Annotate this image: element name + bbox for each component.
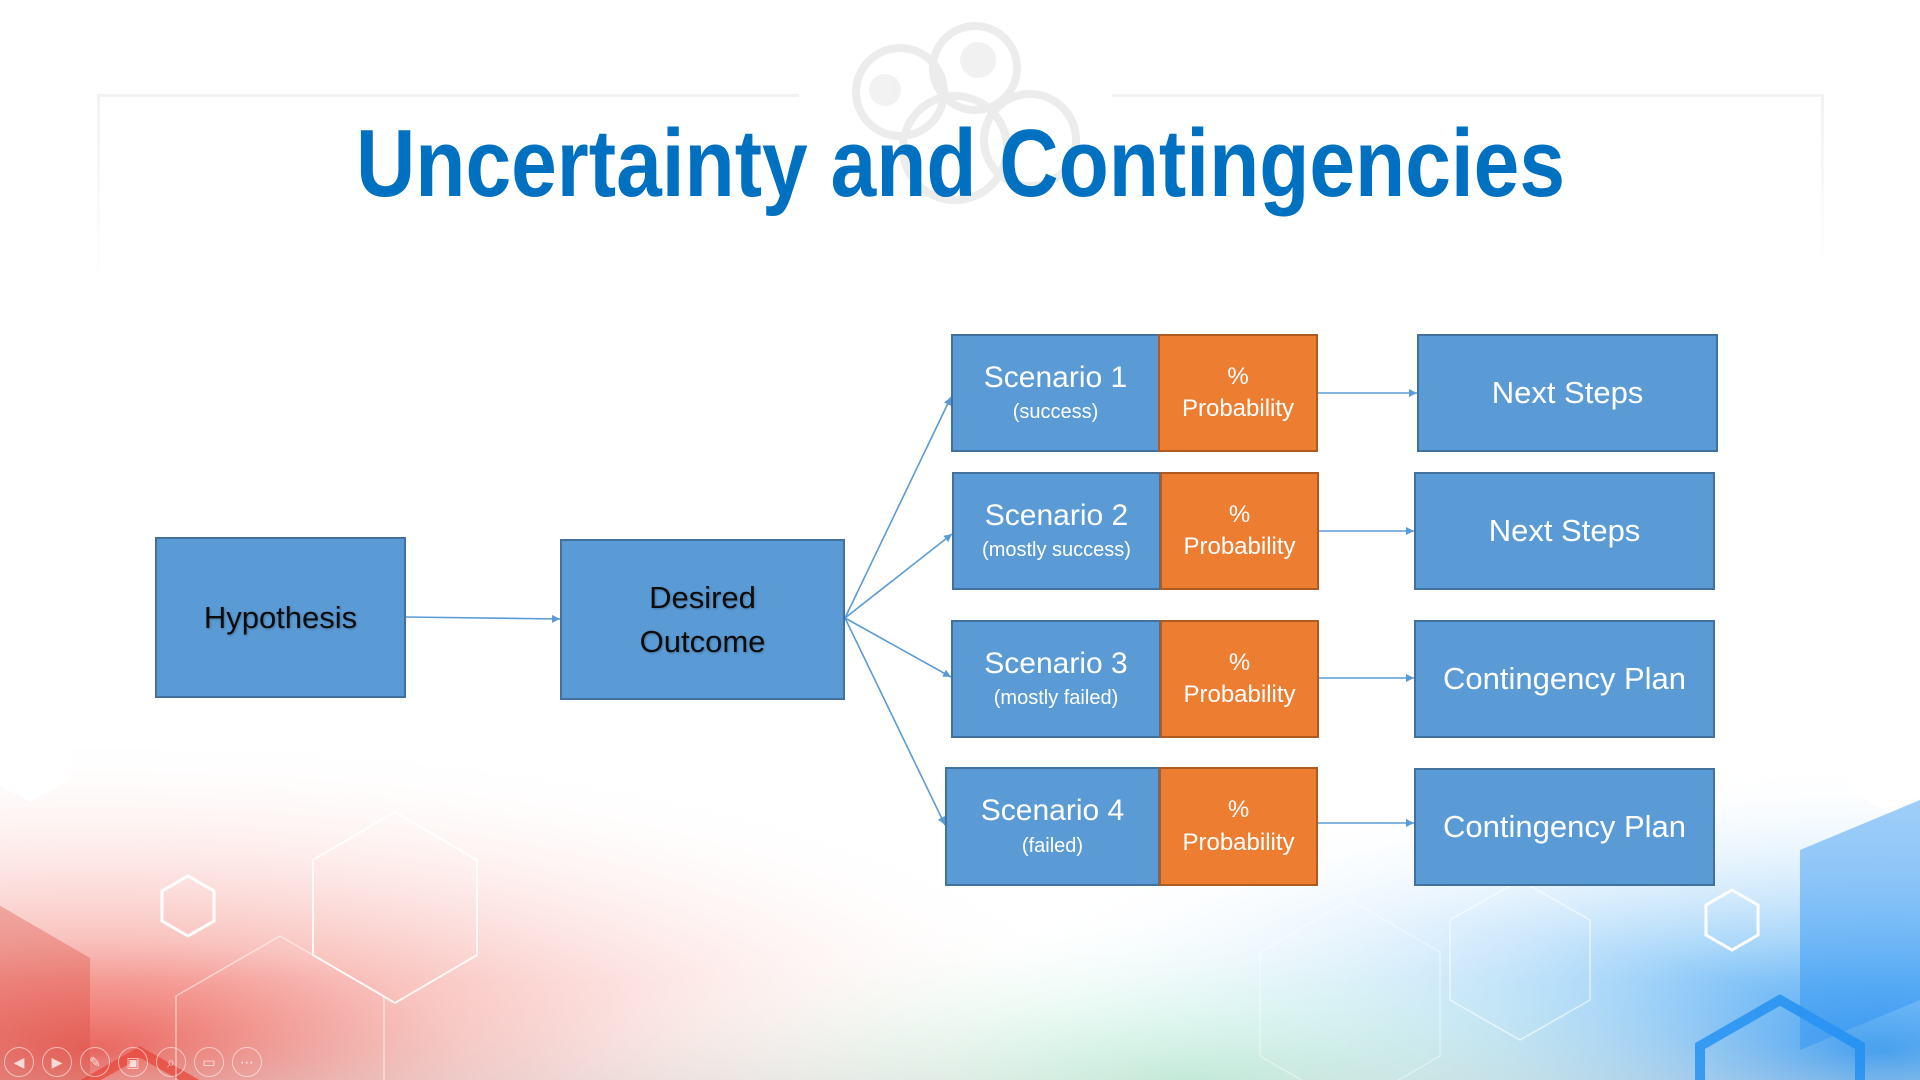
scenario-4-prob-symbol: % (1227, 796, 1250, 824)
scenario-4-probability-box[interactable]: % Probability (1159, 767, 1318, 886)
scenario-1-probability-box[interactable]: % Probability (1158, 334, 1318, 452)
title-frame-top-left (97, 94, 799, 97)
more-options-button[interactable]: ⋯ (232, 1047, 262, 1077)
next-slide-button[interactable]: ▶ (42, 1047, 72, 1077)
previous-slide-button[interactable]: ◀ (4, 1047, 34, 1077)
scenario-1-box[interactable]: Scenario 1 (success) (951, 334, 1160, 452)
previous-arrow-icon: ◀ (13, 1053, 25, 1070)
scenario-2-subtitle: (mostly success) (982, 539, 1131, 562)
scenario-3-next-label: Contingency Plan (1443, 661, 1686, 697)
scenario-2-prob-symbol: % (1228, 500, 1251, 528)
scenario-4-box[interactable]: Scenario 4 (failed) (945, 767, 1160, 886)
scenario-4-prob-label: Probability (1182, 828, 1295, 856)
see-all-slides-button[interactable]: ▣ (118, 1047, 148, 1077)
scenario-4-next-label: Contingency Plan (1443, 809, 1686, 845)
scenario-4-contingency-plan-box[interactable]: Contingency Plan (1414, 768, 1715, 886)
title-frame-left (97, 94, 100, 294)
desired-outcome-line2: Outcome (639, 623, 766, 659)
slides-grid-icon: ▣ (126, 1053, 140, 1070)
scenario-2-prob-label: Probability (1183, 533, 1296, 560)
scenario-1-title: Scenario 1 (983, 360, 1128, 394)
arrow-outcome-to-scenario-4 (844, 617, 946, 826)
scenario-3-contingency-plan-box[interactable]: Contingency Plan (1414, 620, 1715, 738)
scenario-3-box[interactable]: Scenario 3 (mostly failed) (951, 620, 1161, 738)
arrow-outcome-to-scenario-2 (844, 533, 953, 619)
scenario-2-title: Scenario 2 (984, 498, 1129, 532)
scenario-1-prob-symbol: % (1227, 362, 1249, 390)
slide-title: Uncertainty and Contingencies (356, 110, 1565, 217)
scenario-2-next-label: Next Steps (1488, 513, 1641, 549)
subtitles-button[interactable]: ▭ (194, 1047, 224, 1077)
arrow-outcome-to-scenario-3 (844, 617, 952, 678)
scenario-3-subtitle: (mostly failed) (993, 687, 1119, 710)
scenario-3-title: Scenario 3 (984, 646, 1128, 680)
hypothesis-label: Hypothesis (203, 599, 358, 635)
scenario-1-prob-label: Probability (1181, 395, 1295, 422)
scenario-3-prob-symbol: % (1228, 648, 1251, 676)
scenario-4-title: Scenario 4 (980, 794, 1125, 828)
magnifier-icon: ⌕ (167, 1053, 175, 1070)
next-arrow-icon: ▶ (51, 1053, 63, 1070)
scenario-2-next-steps-box[interactable]: Next Steps (1414, 472, 1715, 590)
title-frame-top-right (1112, 94, 1824, 97)
scenario-1-subtitle: (success) (1012, 401, 1099, 424)
subtitles-icon: ▭ (202, 1053, 216, 1070)
ellipsis-icon: ⋯ (240, 1053, 254, 1070)
pen-icon: ✎ (89, 1053, 101, 1070)
scenario-1-next-steps-box[interactable]: Next Steps (1417, 334, 1718, 452)
pen-tool-button[interactable]: ✎ (80, 1047, 110, 1077)
slideshow-toolbar: ◀ ▶ ✎ ▣ ⌕ ▭ ⋯ (0, 1044, 270, 1080)
title-frame-right (1821, 94, 1824, 274)
scenario-1-next-label: Next Steps (1491, 375, 1644, 411)
zoom-slide-button[interactable]: ⌕ (156, 1047, 186, 1077)
scenario-2-box[interactable]: Scenario 2 (mostly success) (952, 472, 1161, 590)
scenario-4-subtitle: (failed) (1021, 834, 1084, 857)
scenario-2-probability-box[interactable]: % Probability (1160, 472, 1319, 590)
scenario-3-prob-label: Probability (1183, 681, 1296, 708)
arrow-outcome-to-scenario-1 (844, 396, 952, 619)
desired-outcome-box[interactable]: Desired Outcome (560, 539, 845, 700)
hypothesis-box[interactable]: Hypothesis (155, 537, 406, 698)
desired-outcome-line1: Desired (649, 580, 756, 616)
arrow-hypothesis-to-outcome (404, 614, 561, 623)
slide-title-container: Uncertainty and Contingencies (356, 110, 1565, 217)
scenario-3-probability-box[interactable]: % Probability (1160, 620, 1319, 738)
